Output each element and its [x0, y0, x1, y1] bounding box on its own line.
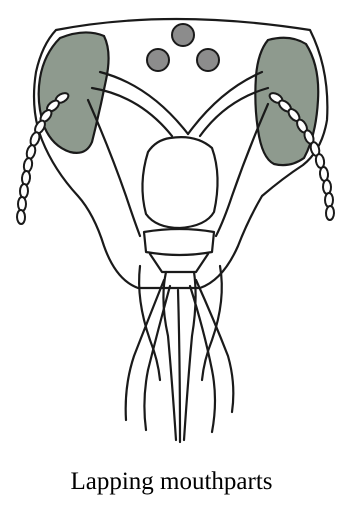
ocellus-right [197, 49, 219, 71]
right-inner-ridge [188, 72, 262, 134]
right-labial-palp-inner [190, 286, 215, 432]
clypeus [142, 137, 217, 228]
left-mandible-line [88, 100, 140, 236]
left-labial-palp-inner [144, 286, 170, 430]
ocellus-top [172, 24, 194, 46]
glossa-left-edge [163, 272, 176, 440]
glossa-center-line [178, 290, 180, 442]
right-maxilla [202, 266, 222, 380]
left-inner-ridge-2 [92, 88, 172, 136]
insect-head-drawing [0, 0, 343, 460]
ocellus-left [147, 49, 169, 71]
labial-base [144, 229, 214, 255]
figure-caption: Lapping mouthparts [0, 462, 343, 502]
left-inner-ridge [100, 72, 188, 134]
prementum [150, 254, 208, 272]
right-mandible-line [216, 104, 268, 236]
left-compound-eye [39, 32, 109, 152]
